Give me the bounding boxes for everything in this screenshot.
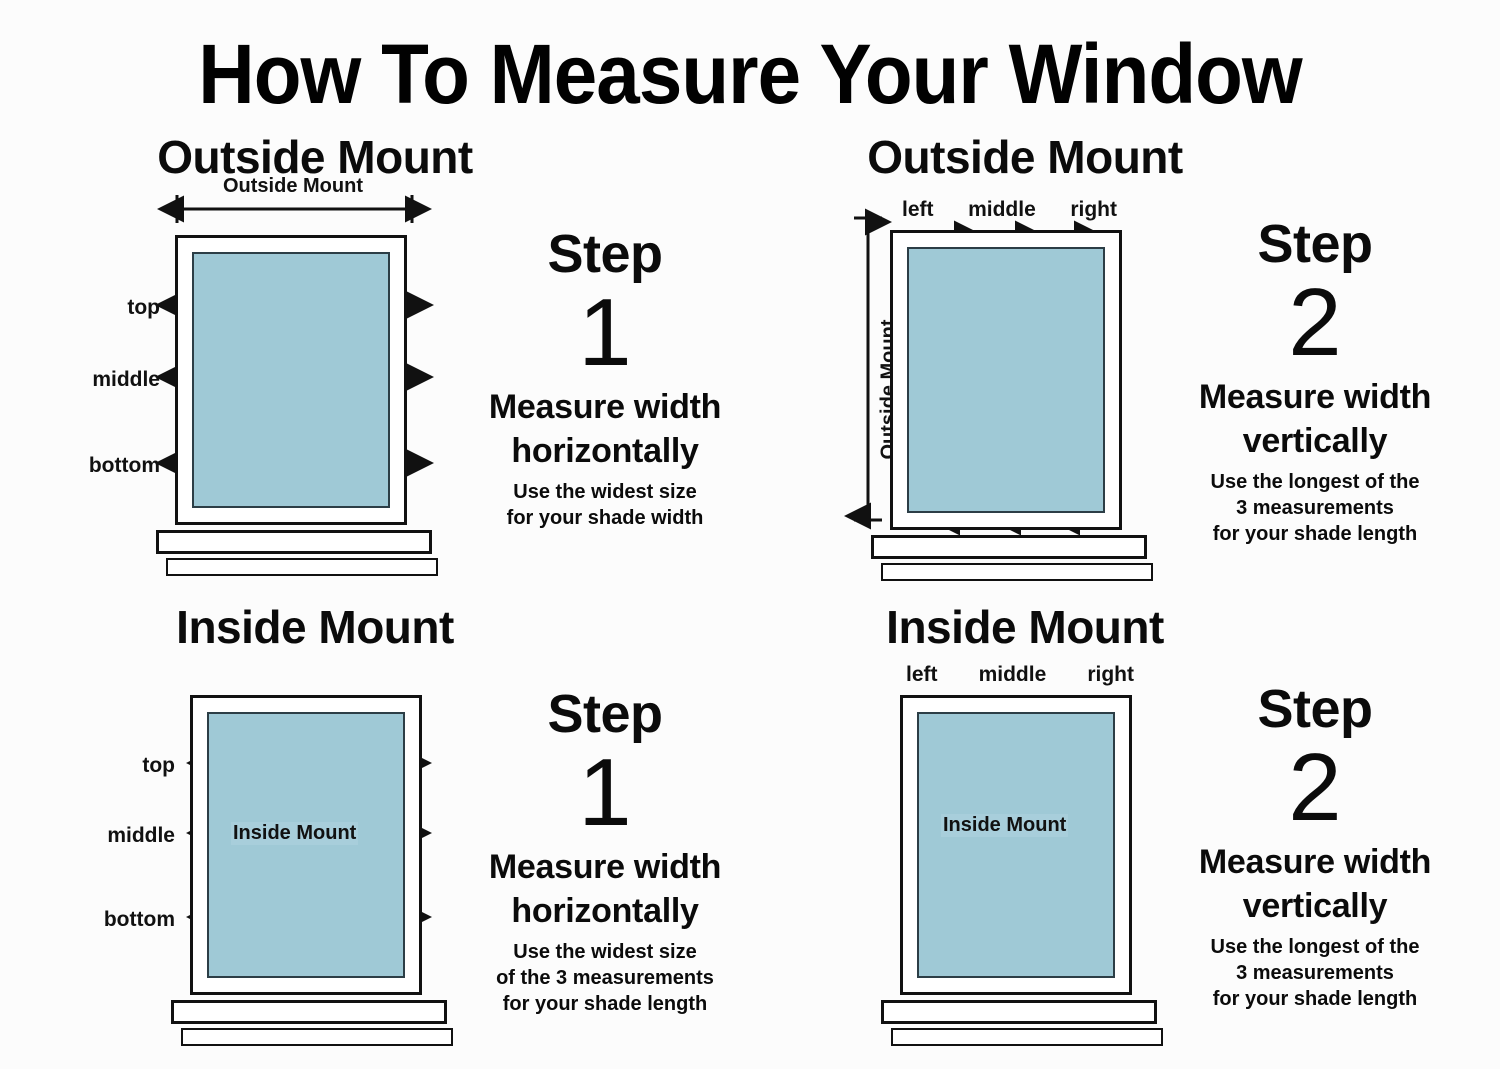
window-diagram-outside-vertical: left middle right Outside Mount bbox=[844, 198, 1153, 581]
step-sub-line2: 3 measurements bbox=[1236, 497, 1394, 519]
window-glass bbox=[207, 712, 405, 978]
window-glass bbox=[907, 247, 1105, 513]
step-word: Step bbox=[547, 684, 663, 744]
step-sub-line3: for your shade length bbox=[1212, 988, 1418, 1010]
step-number: 2 bbox=[1288, 734, 1342, 841]
step-block-2: Step 2 Measure width vertically Use the … bbox=[1170, 680, 1460, 1012]
panel-heading: Outside Mount bbox=[867, 131, 1183, 183]
column-label-left: left bbox=[906, 663, 938, 686]
step-block-1: Step 1 Measure width horizontally Use th… bbox=[460, 225, 750, 531]
window-frame bbox=[871, 230, 1153, 581]
panel-inside-mount-length: Inside Mount left middle right bbox=[760, 600, 1460, 1046]
step-headline-line1: Measure width bbox=[1198, 378, 1432, 416]
panel-outside-mount-length: Outside Mount left middle right Outside … bbox=[760, 130, 1460, 581]
step-sub-line2: 3 measurements bbox=[1236, 962, 1394, 984]
page-title: How To Measure Your Window bbox=[198, 27, 1303, 121]
window-diagram-inside-vertical: left middle right Insi bbox=[881, 663, 1163, 1046]
outside-mount-width-caption: Outside Mount bbox=[223, 175, 363, 197]
column-label-right: right bbox=[1070, 198, 1117, 221]
window-frame: Inside Mount top middle bottom bbox=[104, 695, 453, 1046]
row-label-middle: middle bbox=[92, 368, 160, 391]
window-glass bbox=[917, 712, 1115, 978]
panel-heading: Inside Mount bbox=[176, 601, 454, 653]
step-sub-line2: of the 3 measurements bbox=[496, 967, 714, 989]
step-number: 2 bbox=[1288, 269, 1342, 376]
row-label-top: top bbox=[127, 296, 160, 319]
step-sub-line3: for your shade length bbox=[1212, 523, 1418, 545]
window-diagram-outside-horizontal: Outside Mount bbox=[89, 175, 438, 576]
inside-mount-width-caption: Inside Mount bbox=[231, 822, 359, 845]
step-block-2: Step 2 Measure width vertically Use the … bbox=[1170, 215, 1460, 547]
window-sill-upper bbox=[156, 530, 432, 554]
row-label-middle: middle bbox=[107, 824, 175, 847]
step-headline-line2: horizontally bbox=[511, 432, 699, 470]
step-word: Step bbox=[1257, 214, 1373, 274]
step-word: Step bbox=[1257, 679, 1373, 739]
window-sill-lower bbox=[881, 563, 1153, 581]
step-number: 1 bbox=[578, 739, 632, 846]
panel-heading: Inside Mount bbox=[886, 601, 1164, 653]
panel-inside-mount-width: Inside Mount Inside Mount top bbox=[60, 600, 750, 1046]
window-frame: Inside Mount bbox=[881, 695, 1163, 1046]
window-sill-lower bbox=[891, 1028, 1163, 1046]
step-sub-line1: Use the widest size bbox=[513, 941, 697, 963]
window-sill-upper bbox=[871, 535, 1147, 559]
step-word: Step bbox=[547, 224, 663, 284]
step-sub-line1: Use the longest of the bbox=[1210, 471, 1420, 493]
step-headline-line1: Measure width bbox=[488, 848, 722, 886]
column-label-middle: middle bbox=[968, 198, 1036, 221]
step-block-1: Step 1 Measure width horizontally Use th… bbox=[460, 685, 750, 1017]
window-sill-upper bbox=[171, 1000, 447, 1024]
step-sub-line3: for your shade length bbox=[502, 993, 708, 1015]
column-labels: left middle right bbox=[902, 198, 1117, 222]
step-number: 1 bbox=[578, 279, 632, 386]
window-glass bbox=[192, 252, 390, 508]
window-sill-lower bbox=[181, 1028, 453, 1046]
window-sill-lower bbox=[166, 558, 438, 576]
step-headline-line2: horizontally bbox=[511, 892, 699, 930]
column-labels: left middle right bbox=[906, 663, 1134, 687]
row-label-bottom: bottom bbox=[103, 908, 175, 931]
row-label-bottom: bottom bbox=[88, 454, 160, 477]
step-headline-line1: Measure width bbox=[1198, 843, 1432, 881]
window-frame: top middle bottom bbox=[89, 235, 438, 576]
panel-outside-mount-width: Outside Mount Outside Mount bbox=[60, 130, 750, 576]
column-label-left: left bbox=[902, 198, 934, 221]
step-sub-line1: Use the widest size bbox=[513, 481, 697, 503]
inside-mount-length-caption: Inside Mount bbox=[941, 814, 1069, 837]
window-sill-upper bbox=[881, 1000, 1157, 1024]
window-diagram-inside-horizontal: Inside Mount top middle bottom bbox=[104, 695, 453, 1046]
step-headline-line1: Measure width bbox=[488, 388, 722, 426]
row-label-top: top bbox=[142, 754, 175, 777]
column-label-middle: middle bbox=[978, 663, 1047, 686]
step-headline-line2: vertically bbox=[1242, 887, 1388, 925]
panel-heading: Outside Mount bbox=[157, 131, 473, 183]
column-label-right: right bbox=[1087, 663, 1134, 686]
step-sub-line1: Use the longest of the bbox=[1210, 936, 1420, 958]
step-headline-line2: vertically bbox=[1242, 422, 1388, 460]
step-sub-line2: for your shade width bbox=[506, 507, 704, 529]
